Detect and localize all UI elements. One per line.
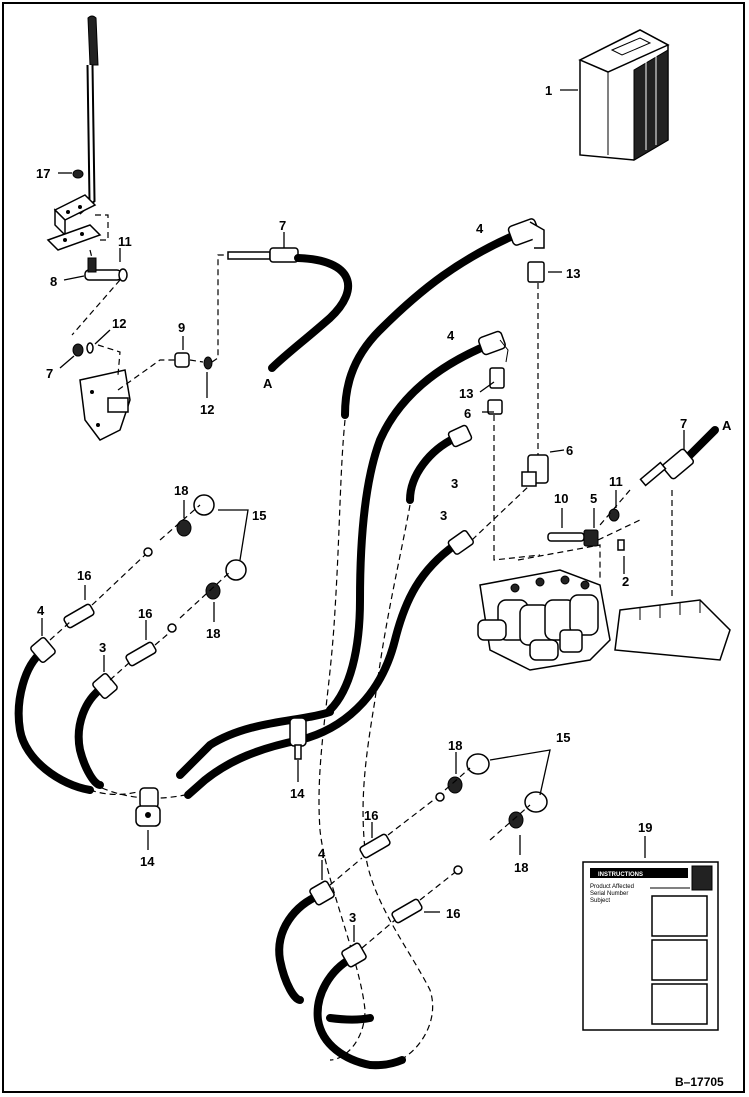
- callout-3: 3: [440, 508, 447, 523]
- instructions-sheet: INSTRUCTIONS Product Affected Serial Num…: [582, 861, 719, 1031]
- callout-3: 3: [451, 476, 458, 491]
- hose-3-left: [74, 673, 186, 799]
- instructions-line-3: Subject: [590, 898, 610, 904]
- callout-12: 12: [112, 316, 126, 331]
- valve-linkage: [547, 508, 641, 551]
- clamp-left: [135, 787, 161, 827]
- hose-4-left: [14, 637, 151, 795]
- callout-6: 6: [464, 406, 471, 421]
- callout-11: 11: [118, 234, 132, 249]
- callout-4: 4: [37, 603, 45, 618]
- callout-1: 1: [545, 83, 552, 98]
- control-cable-right: [599, 426, 731, 661]
- callout-18: 18: [448, 738, 462, 753]
- instructions-header: INSTRUCTIONS: [598, 872, 643, 878]
- callout-12: 12: [200, 402, 214, 417]
- callout-7: 7: [279, 218, 286, 233]
- pivot-pin: [84, 249, 128, 282]
- hose-3-upper: [362, 424, 473, 1061]
- instructions-line-2: Serial Number: [590, 891, 628, 897]
- lever-bracket: [71, 279, 175, 441]
- callout-4: 4: [476, 221, 484, 236]
- callout-16: 16: [364, 808, 378, 823]
- adapters-lower: [329, 753, 548, 949]
- hose-4-lower: [275, 880, 374, 1024]
- callout-3: 3: [99, 640, 106, 655]
- callout-18: 18: [514, 860, 528, 875]
- callout-A: A: [722, 418, 732, 433]
- callout-labels: 1 2 3 3 3 3 4 4 4 4 5 6 6 7 7 7 8 9 10 1…: [36, 83, 732, 1089]
- callout-19: 19: [638, 820, 652, 835]
- callout-7: 7: [46, 366, 53, 381]
- callout-5: 5: [590, 491, 597, 506]
- instructions-line-1: Product Affected: [590, 884, 634, 890]
- control-lever: [46, 15, 109, 251]
- spool-valve: [477, 283, 611, 671]
- clamp-center: [289, 717, 307, 760]
- callout-14: 14: [140, 854, 155, 869]
- figure-id: B–17705: [675, 1075, 724, 1089]
- cable-nut: [174, 254, 230, 370]
- control-cable-upper: [227, 247, 353, 372]
- callout-3: 3: [349, 910, 356, 925]
- callout-14: 14: [290, 786, 305, 801]
- callout-6: 6: [566, 443, 573, 458]
- callout-4: 4: [447, 328, 455, 343]
- callout-10: 10: [554, 491, 568, 506]
- hose-4-middle: [326, 330, 509, 714]
- callout-15: 15: [556, 730, 570, 745]
- callout-18: 18: [174, 483, 188, 498]
- callout-16: 16: [138, 606, 152, 621]
- callout-16: 16: [77, 568, 91, 583]
- callout-4: 4: [318, 846, 326, 861]
- callout-13: 13: [459, 386, 473, 401]
- callout-11: 11: [609, 474, 623, 489]
- callout-2: 2: [622, 574, 629, 589]
- callout-A: A: [263, 376, 273, 391]
- callout-15: 15: [252, 508, 266, 523]
- hose-4-upper: [318, 218, 545, 1061]
- callout-17: 17: [36, 166, 50, 181]
- callout-9: 9: [178, 320, 185, 335]
- callout-8: 8: [50, 274, 57, 289]
- hose-3-middle: [176, 484, 531, 799]
- callout-13: 13: [566, 266, 580, 281]
- callout-18: 18: [206, 626, 220, 641]
- callout-16: 16: [446, 906, 460, 921]
- hose-3-lower: [313, 942, 406, 1070]
- callout-7: 7: [680, 416, 687, 431]
- kit-box: [578, 29, 670, 161]
- adapters-left: [49, 494, 247, 681]
